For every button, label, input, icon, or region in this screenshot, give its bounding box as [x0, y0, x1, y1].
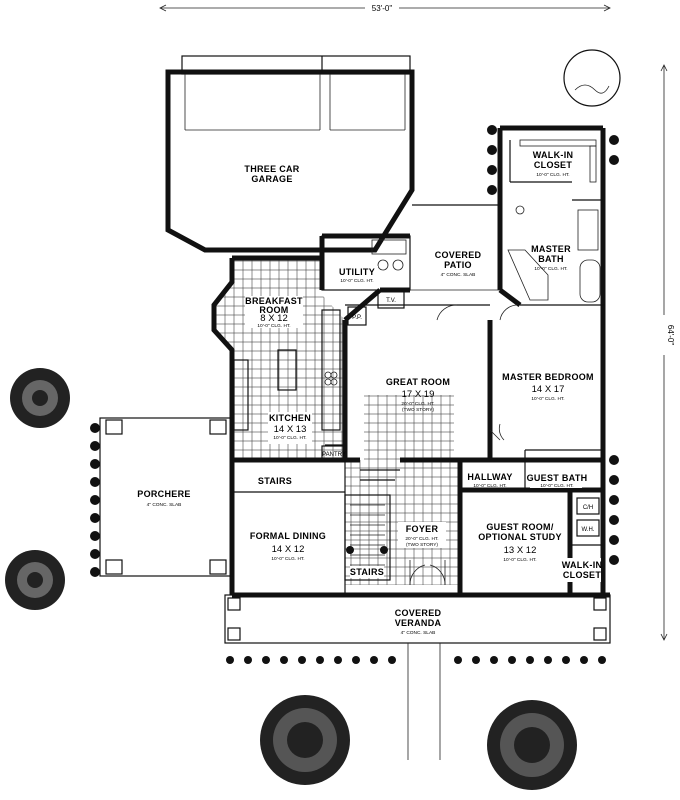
- master-bath-name-line1: MASTER: [531, 244, 571, 254]
- tree-bottom-right: [487, 700, 577, 790]
- great-room-name: GREAT ROOM: [386, 377, 450, 387]
- walkin-closet2-name-line2: CLOSET: [563, 570, 602, 580]
- walkin-closet2-name-line1: WALK-IN: [562, 560, 603, 570]
- room-label-breakfast: BREAKFAST ROOM 8 X 12 10'-0" CLG. HT.: [245, 296, 303, 329]
- covered-patio-name-line1: COVERED: [435, 250, 482, 260]
- room-label-formal-dining: FORMAL DINING 14 X 12 10'-0" CLG. HT.: [250, 531, 326, 562]
- hallway-name: HALLWAY: [467, 472, 512, 482]
- master-bedroom-name: MASTER BEDROOM: [502, 372, 594, 382]
- tree-left-upper: [10, 368, 70, 428]
- tv-label: T.V.: [386, 298, 396, 304]
- tree-bottom-left: [260, 695, 350, 785]
- pp-label: P.P.: [352, 315, 362, 321]
- master-bath-note: 10'-0" CLG. HT.: [534, 266, 567, 272]
- porchere-name: PORCHERE: [137, 489, 190, 499]
- breakfast-name-line1: BREAKFAST: [245, 296, 303, 306]
- breakfast-dim: 8 X 12: [260, 313, 287, 324]
- kitchen-note: 10'-0" CLG. HT.: [273, 435, 306, 441]
- great-room-note2: (TWO STORY): [402, 407, 434, 413]
- room-label-covered-patio: COVERED PATIO 4" CONC. SLAB: [435, 250, 482, 278]
- formal-dining-note: 10'-0" CLG. HT.: [271, 556, 304, 562]
- pantry-name: PANTRY: [322, 452, 346, 458]
- room-label-master-bath: MASTER BATH 10'-0" CLG. HT.: [531, 244, 571, 272]
- room-label-walkin-closet2: WALK-IN CLOSET: [562, 558, 603, 582]
- guest-room-dim: 13 X 12: [504, 545, 537, 556]
- guest-room-name-line1: GUEST ROOM/: [486, 522, 554, 532]
- walkin-closet-note: 10'-0" CLG. HT.: [536, 172, 569, 178]
- hedge-shrubs: [90, 125, 619, 664]
- garage: [165, 55, 415, 253]
- mechanical-closet: C/H W.H.: [576, 497, 600, 537]
- room-label-stairs-lower: STAIRS: [350, 566, 384, 578]
- room-label-utility: UTILITY 10'-0" CLG. HT.: [338, 266, 378, 286]
- stairs-upper-name: STAIRS: [258, 476, 292, 486]
- room-label-great-room: GREAT ROOM 17 X 19 20'-0" CLG. HT. (TWO …: [386, 377, 450, 413]
- utility-name: UTILITY: [339, 267, 375, 277]
- stairs-lower-name: STAIRS: [350, 567, 384, 577]
- stairs-main: [344, 469, 400, 581]
- tree-top-right: [563, 49, 621, 107]
- room-label-hallway: HALLWAY 10'-0" CLG. HT.: [467, 472, 512, 489]
- room-label-walkin-closet: WALK-IN CLOSET 10'-0" CLG. HT.: [533, 150, 574, 178]
- room-label-stairs-upper: STAIRS: [255, 474, 295, 486]
- covered-patio: [410, 204, 500, 291]
- room-label-foyer: FOYER 20'-0" CLG. HT. (TWO STORY): [398, 522, 446, 548]
- wh-label: W.H.: [582, 527, 595, 533]
- master-suite-interior: [489, 139, 603, 441]
- covered-patio-note: 4" CONC. SLAB: [441, 272, 476, 278]
- depth-dimension-label: 64'-0": [666, 325, 675, 346]
- formal-dining-dim: 14 X 12: [272, 544, 305, 555]
- formal-dining-name: FORMAL DINING: [250, 531, 326, 541]
- guest-bath-name: GUEST BATH: [527, 473, 588, 483]
- width-dimension-label: 53'-0": [372, 4, 393, 13]
- room-label-guest-bath: GUEST BATH 10'-0" CLG. HT.: [527, 472, 588, 489]
- garage-name-line2: GARAGE: [251, 174, 292, 184]
- utility-note: 10'-0" CLG. HT.: [340, 278, 373, 284]
- hallway-note: 10'-0" CLG. HT.: [473, 483, 506, 489]
- room-label-master-bedroom: MASTER BEDROOM 14 X 17 10'-0" CLG. HT.: [502, 372, 594, 402]
- kitchen-name: KITCHEN: [269, 413, 311, 423]
- room-label-veranda: COVERED VERANDA 4" CONC. SLAB: [395, 608, 442, 636]
- master-bath-name-line2: BATH: [538, 254, 564, 264]
- master-bedroom-note: 10'-0" CLG. HT.: [531, 396, 564, 402]
- foyer-note2: (TWO STORY): [406, 542, 438, 548]
- veranda-note: 4" CONC. SLAB: [401, 630, 436, 636]
- utility-room: [319, 233, 411, 291]
- guest-room-note: 10'-0" CLG. HT.: [503, 557, 536, 563]
- door-swings: [409, 304, 519, 586]
- width-dimension-line: 53'-0": [159, 2, 611, 13]
- ch-label: C/H: [583, 505, 593, 511]
- room-label-pantry: PANTRY: [322, 452, 346, 458]
- walkin-closet-name-line1: WALK-IN: [533, 150, 574, 160]
- room-label-porchere: PORCHERE 4" CONC. SLAB: [137, 489, 190, 508]
- room-label-garage: THREE CAR GARAGE: [244, 164, 299, 184]
- porchere: [99, 417, 233, 577]
- breakfast-name-line2: ROOM: [259, 305, 288, 315]
- veranda-name-line2: VERANDA: [395, 618, 442, 628]
- kitchen-dim: 14 X 13: [274, 424, 307, 435]
- foyer-note1: 20'-0" CLG. HT.: [405, 536, 438, 542]
- room-label-kitchen: KITCHEN 14 X 13 10'-0" CLG. HT.: [268, 412, 312, 444]
- garage-name-line1: THREE CAR: [244, 164, 299, 174]
- kitchen-cabinets: [233, 309, 347, 461]
- tree-left-lower: [5, 550, 65, 610]
- guest-room-name-line2: OPTIONAL STUDY: [478, 532, 562, 542]
- great-room-dim: 17 X 19: [402, 389, 435, 400]
- room-label-guest-room: GUEST ROOM/ OPTIONAL STUDY 13 X 12 10'-0…: [478, 522, 562, 563]
- master-bedroom-dim: 14 X 17: [532, 384, 565, 395]
- guest-bath-note: 10'-0" CLG. HT.: [540, 483, 573, 489]
- great-room-note1: 20'-0" CLG. HT.: [401, 401, 434, 407]
- tv-nook: T.V. P.P.: [347, 289, 405, 326]
- porchere-note: 4" CONC. SLAB: [147, 502, 182, 508]
- depth-dimension-line: 64'-0": [658, 64, 675, 641]
- veranda: [224, 594, 611, 760]
- breakfast-note: 10'-0" CLG. HT.: [257, 323, 290, 329]
- walkin-closet-name-line2: CLOSET: [534, 160, 573, 170]
- foyer-name: FOYER: [406, 524, 439, 534]
- covered-patio-name-line2: PATIO: [444, 260, 472, 270]
- veranda-name-line1: COVERED: [395, 608, 442, 618]
